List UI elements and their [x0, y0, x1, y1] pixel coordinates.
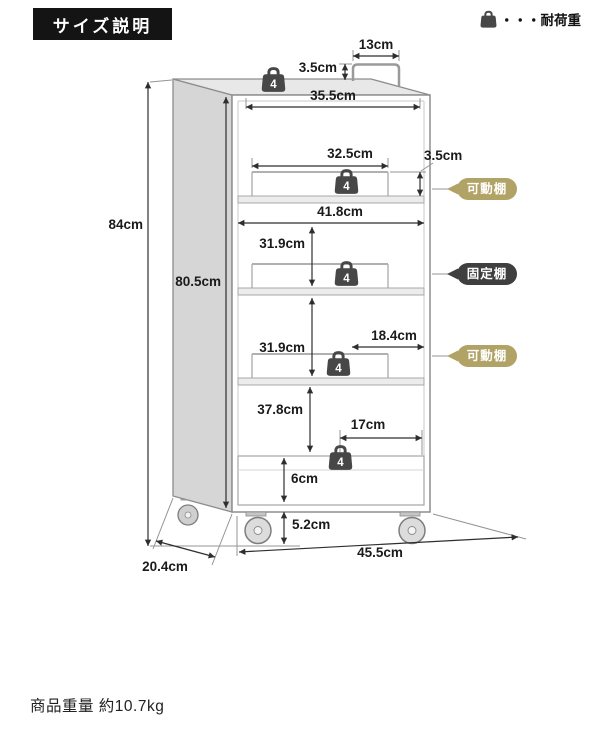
dim-depth-label: 20.4cm [142, 559, 188, 574]
load-icons: 4 4 4 4 4 [261, 67, 359, 472]
dim-body-height-label: 80.5cm [175, 274, 221, 289]
load-value: 4 [343, 181, 350, 193]
load-icon-bottom: 4 [328, 445, 353, 472]
load-value: 4 [337, 457, 344, 469]
shelf-board-1 [237, 171, 425, 204]
shelf-board-3 [237, 353, 425, 386]
dim-total-width-label: 45.5cm [357, 545, 403, 560]
dim-shelf-width-label: 32.5cm [327, 146, 373, 161]
side-face [172, 78, 233, 513]
dim-rail-height-label: 3.5cm [424, 148, 462, 163]
load-icon-shelf-3: 4 [326, 351, 351, 378]
tag-label: 固定棚 [467, 266, 508, 281]
load-legend: ・・・耐荷重 [480, 9, 581, 29]
dim-caster-height-label: 5.2cm [292, 517, 330, 532]
dim-gap-lower-label: 31.9cm [259, 340, 305, 355]
shelf-board-2 [237, 263, 425, 296]
load-icon-shelf-1: 4 [334, 169, 359, 196]
tag-label: 可動棚 [467, 348, 508, 363]
dim-total-height-label: 84cm [108, 217, 143, 232]
load-value: 4 [270, 79, 277, 91]
size-title-badge: サイズ説明 [33, 8, 172, 40]
tag-fixed-shelf: 固定棚 [432, 263, 517, 285]
dim-top-width-label: 35.5cm [310, 88, 356, 103]
load-value: 4 [335, 363, 342, 375]
load-icon-top: 4 [261, 67, 286, 94]
dim-box-height-label: 6cm [291, 471, 318, 486]
dimension-lines [144, 52, 519, 559]
dim-depth [155, 539, 216, 559]
inner-walls [237, 100, 425, 505]
load-value: 4 [343, 273, 350, 285]
tag-label: 可動棚 [467, 181, 508, 196]
dim-inner-width-label: 41.8cm [317, 204, 363, 219]
dim-shelf-clearance-label: 18.4cm [371, 328, 417, 343]
load-legend-label: ・・・耐荷重 [500, 13, 581, 28]
shelf-tags: 可動棚 固定棚 可動棚 [432, 178, 517, 367]
caster-left [244, 511, 272, 545]
size-title: サイズ説明 [52, 16, 153, 36]
tag-movable-shelf-1: 可動棚 [432, 178, 517, 200]
handle [351, 63, 401, 86]
dim-lower-section-label: 37.8cm [257, 402, 303, 417]
dim-gap-upper-label: 31.9cm [259, 236, 305, 251]
product-weight-text: 商品重量 約10.7kg [30, 698, 165, 715]
tag-movable-shelf-2: 可動棚 [432, 345, 517, 367]
product-weight: 商品重量 約10.7kg [30, 694, 164, 716]
dim-handle-height-label: 3.5cm [299, 60, 337, 75]
load-icon-shelf-2: 4 [334, 261, 359, 288]
dim-box-clearance-label: 17cm [351, 417, 386, 432]
dim-total-width [238, 534, 519, 555]
dimension-labels: 13cm 3.5cm 35.5cm 32.5cm 3.5cm 41.8cm 31… [108, 37, 462, 574]
dim-handle-width-label: 13cm [359, 37, 394, 52]
caster-right [398, 511, 426, 545]
weight-icon [480, 10, 497, 28]
